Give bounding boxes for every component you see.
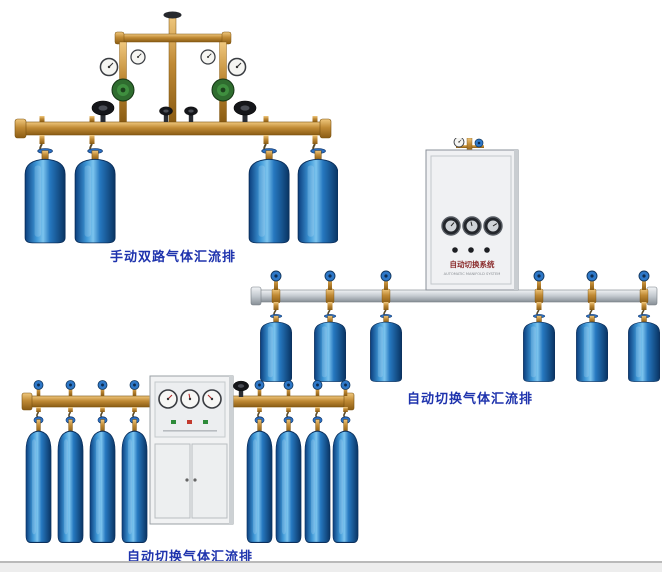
gas-cylinder — [121, 416, 148, 544]
cylinder-station — [297, 116, 338, 244]
main-manifold-pipe — [14, 118, 332, 139]
gas-cylinder — [370, 314, 403, 382]
cabinet-subtitle: AUTOMATIC MANIFOLD SYSTEM — [444, 272, 501, 276]
gas-cylinder — [246, 416, 273, 544]
gas-cylinder — [24, 148, 66, 244]
indicator-button — [484, 247, 490, 253]
cylinder-station — [332, 380, 359, 544]
control-cabinet: 自动切换系统 AUTOMATIC MANIFOLD SYSTEM — [425, 138, 519, 291]
gas-cylinder — [576, 314, 609, 382]
door-handle — [185, 478, 189, 482]
pressure-gauge — [462, 216, 482, 236]
cabinet-door — [154, 443, 191, 519]
pressure-gauge — [130, 49, 146, 65]
cylinder-station — [89, 380, 116, 544]
gas-cylinder — [25, 416, 52, 544]
caption-auto-switch-right: 自动切换气体汇流排 — [406, 392, 533, 407]
indicator-light — [203, 420, 208, 424]
main-manifold-pipe — [250, 286, 658, 306]
pressure-gauge — [227, 57, 247, 77]
valve-handwheel — [159, 106, 173, 116]
valve-handwheel — [65, 380, 76, 390]
pipe-valves — [91, 100, 257, 122]
cylinder-station — [74, 116, 116, 244]
indicator-light — [187, 420, 192, 424]
top-header-piping — [114, 11, 232, 123]
valve-handwheel — [97, 380, 108, 390]
pressure-gauge — [99, 57, 119, 77]
valve-handwheel — [283, 380, 294, 390]
pressure-regulator — [211, 78, 235, 102]
cylinder-station — [248, 116, 290, 244]
top-valve-handwheel — [163, 11, 182, 19]
cylinder-station — [121, 380, 148, 544]
pressure-gauge — [453, 138, 465, 148]
gas-cylinder — [332, 416, 359, 544]
pressure-gauge — [180, 389, 200, 409]
product-auto-switch-manifold-right: 自动切换系统 AUTOMATIC MANIFOLD SYSTEM — [248, 138, 660, 386]
valve-handwheel — [232, 380, 250, 392]
cylinder-station — [304, 380, 331, 544]
product-manual-dual-manifold — [8, 6, 338, 244]
cabinet-door — [191, 443, 228, 519]
cabinet-title: 自动切换系统 — [450, 259, 495, 269]
pressure-regulator — [111, 78, 135, 102]
cylinder-station — [260, 270, 293, 382]
cylinder-station — [24, 116, 66, 244]
caption-manual-dual-manifold: 手动双路气体汇流排 — [109, 250, 236, 265]
valve-handwheel — [533, 270, 545, 282]
cylinder-station — [576, 270, 609, 382]
indicator-button — [468, 247, 474, 253]
valve-handwheel — [324, 270, 336, 282]
product-auto-switch-manifold-bottom — [15, 372, 365, 547]
indicator-light — [171, 420, 176, 424]
cylinder-station — [628, 270, 660, 382]
gas-cylinder — [74, 148, 116, 244]
valve-handwheel — [33, 380, 44, 390]
pressure-gauge — [441, 216, 461, 236]
valve-handwheel — [91, 100, 115, 116]
cylinder-station — [275, 380, 302, 544]
cylinder-station — [314, 270, 347, 382]
valve-handwheel — [380, 270, 392, 282]
gas-cylinder — [275, 416, 302, 544]
valve-handwheel — [254, 380, 265, 390]
gas-cylinder — [628, 314, 660, 382]
gas-cylinder — [89, 416, 116, 544]
pressure-gauge — [202, 389, 222, 409]
valve-handwheel — [129, 380, 140, 390]
control-cabinet — [149, 375, 234, 525]
gas-cylinder — [523, 314, 556, 382]
indicator-button — [452, 247, 458, 253]
page-bottom-divider — [0, 561, 662, 572]
valve-handwheel — [184, 106, 198, 116]
gas-cylinder — [304, 416, 331, 544]
pressure-gauge — [200, 49, 216, 65]
cylinder-station — [57, 380, 84, 544]
product-image-auto-switch-right: 自动切换系统 AUTOMATIC MANIFOLD SYSTEM — [250, 138, 660, 382]
pressure-gauge — [158, 389, 178, 409]
valve-handwheel — [312, 380, 323, 390]
cylinder-station — [25, 380, 52, 544]
valve-handwheel — [474, 138, 484, 148]
door-handle — [193, 478, 197, 482]
product-image-auto-switch-bottom — [21, 375, 359, 544]
valve-handwheel — [340, 380, 351, 390]
valve-handwheel — [638, 270, 650, 282]
valve-handwheel — [586, 270, 598, 282]
valve-handwheel — [270, 270, 282, 282]
gas-cylinder — [57, 416, 84, 544]
cylinder-station — [370, 270, 403, 382]
pipe-valve — [232, 380, 250, 397]
cylinder-station — [246, 380, 273, 544]
valve-handwheel — [233, 100, 257, 116]
product-image-manual-dual-manifold — [14, 11, 338, 244]
cylinder-station — [523, 270, 556, 382]
pressure-gauge — [483, 216, 503, 236]
